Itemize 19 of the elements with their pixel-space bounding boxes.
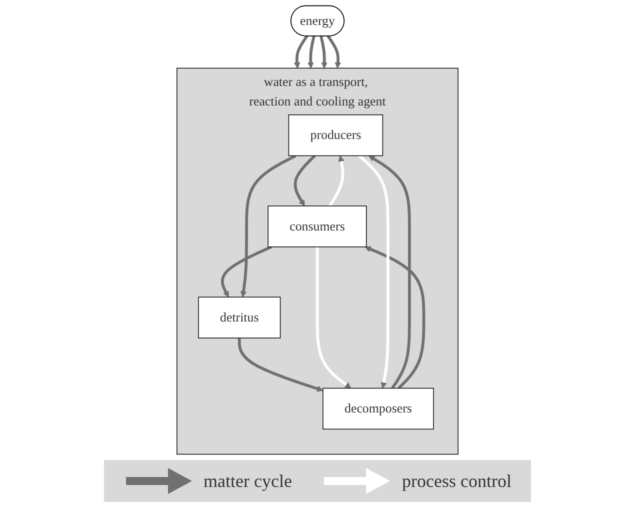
arrow: [358, 154, 390, 389]
legend-label: matter cycle: [204, 470, 292, 492]
arrow: [316, 246, 352, 389]
arrow: [240, 154, 296, 298]
arrow: [294, 154, 316, 206]
arrow: [320, 36, 328, 68]
node-box: detritus: [198, 296, 281, 338]
legend-label: process control: [402, 470, 512, 492]
arrow: [238, 338, 324, 392]
arrow: [221, 246, 272, 298]
arrow: [328, 155, 344, 207]
node-box: producers: [288, 114, 384, 156]
arrow: [326, 35, 342, 68]
node-box: decomposers: [322, 388, 434, 430]
arrow: [364, 246, 426, 390]
arrow: [368, 155, 411, 390]
node-box: consumers: [268, 206, 367, 248]
arrow: [294, 35, 308, 68]
arrow: [308, 36, 316, 68]
